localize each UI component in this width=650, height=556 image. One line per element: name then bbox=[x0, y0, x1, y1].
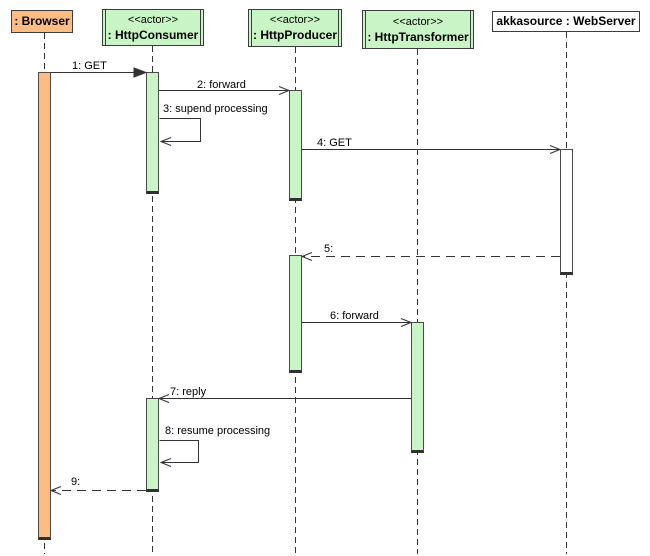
message-5-arrowhead-icon bbox=[300, 252, 313, 261]
activation-webserver-1 bbox=[560, 149, 573, 275]
message-9-label: 9: bbox=[71, 476, 81, 488]
participant-httpconsumer: <<actor>>: HttpConsumer bbox=[102, 9, 204, 46]
participant-name: : HttpTransformer bbox=[367, 29, 469, 44]
message-3-arrowhead-icon bbox=[159, 137, 172, 146]
participant-text: <<actor>>: HttpTransformer bbox=[367, 15, 468, 45]
activation-producer-2 bbox=[289, 255, 302, 373]
actor-double-border bbox=[105, 10, 201, 45]
message-7-arrowhead-icon bbox=[157, 394, 170, 403]
participant-text: : Browser bbox=[14, 14, 69, 29]
message-6-label: 6: forward bbox=[330, 310, 379, 322]
participant-name: : Browser bbox=[14, 14, 70, 28]
message-1-arrowhead-icon bbox=[133, 67, 148, 78]
message-8-self-line bbox=[159, 440, 199, 463]
message-1-label: 1: GET bbox=[72, 60, 107, 72]
activation-transformer-1 bbox=[411, 322, 424, 453]
activation-producer-1 bbox=[289, 90, 302, 201]
message-5-label: 5: bbox=[324, 243, 334, 255]
message-7-label: 7: reply bbox=[170, 386, 207, 398]
message-3-self-line bbox=[159, 118, 201, 142]
participant-httptransformer: <<actor>>: HttpTransformer bbox=[362, 10, 474, 49]
participant-text: <<actor>> : HttpProducer bbox=[253, 13, 337, 43]
participant-text: akkasource : WebServer bbox=[496, 14, 635, 29]
message-2-label: 2: forward bbox=[197, 79, 246, 91]
activation-consumer-1 bbox=[146, 72, 159, 194]
participant-webserver: akkasource : WebServer bbox=[492, 11, 640, 32]
stereotype-label: <<actor>> bbox=[392, 15, 444, 28]
message-3-label: 3: supend processing bbox=[163, 103, 268, 115]
message-9-arrowhead-icon bbox=[49, 486, 62, 495]
stereotype-label: <<actor>> bbox=[269, 14, 321, 26]
stereotype-label: <<actor>> bbox=[127, 13, 179, 26]
participant-httpproducer: <<actor>> : HttpProducer bbox=[248, 9, 342, 47]
message-4-label: 4: GET bbox=[317, 137, 352, 149]
actor-double-border bbox=[365, 11, 471, 48]
activation-browser-1 bbox=[38, 72, 51, 540]
participant-name: : HttpProducer bbox=[253, 28, 337, 42]
participant-name: akkasource : WebServer bbox=[496, 14, 636, 28]
actor-double-border bbox=[251, 10, 339, 46]
participant-name: : HttpConsumer bbox=[107, 27, 199, 42]
participant-browser: : Browser bbox=[11, 10, 73, 33]
participant-text: <<actor>>: HttpConsumer bbox=[108, 13, 199, 43]
message-8-label: 8: resume processing bbox=[165, 425, 271, 437]
message-8-arrowhead-icon bbox=[159, 458, 172, 467]
activation-consumer-2 bbox=[146, 398, 159, 492]
